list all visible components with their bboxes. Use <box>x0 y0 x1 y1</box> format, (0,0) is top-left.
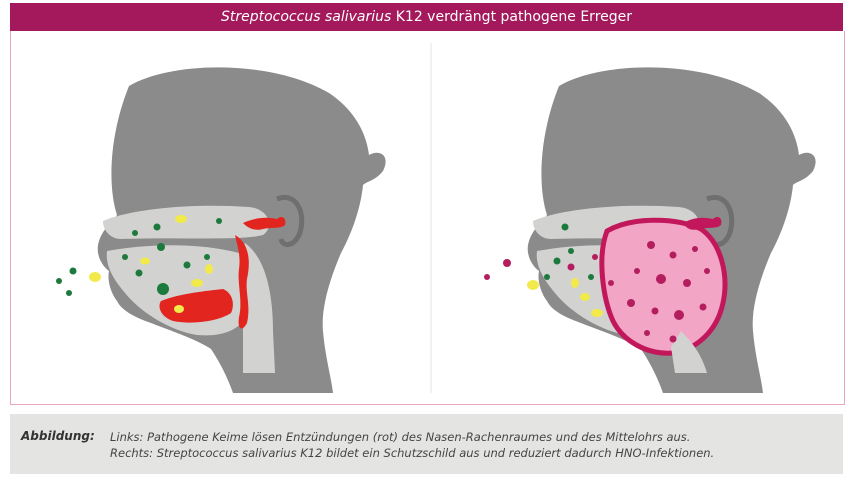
illustration-svg <box>11 31 844 404</box>
title-text: K12 verdrängt pathogene Erreger <box>391 9 632 25</box>
left-head-illustration <box>56 67 386 393</box>
caption-line-1: Links: Pathogene Keime lösen Entzündunge… <box>110 430 690 444</box>
title-species: Streptococcus salivarius <box>221 9 391 25</box>
right-head-illustration <box>484 67 816 393</box>
title-bar: Streptococcus salivarius K12 verdrängt p… <box>10 3 843 31</box>
caption-line-2: Rechts: Streptococcus salivarius K12 bil… <box>110 446 714 460</box>
caption-box: Abbildung: Links: Pathogene Keime lösen … <box>10 414 843 474</box>
right-protective-shield <box>602 220 725 353</box>
caption-label: Abbildung: <box>21 429 95 443</box>
illustration-panel <box>10 31 845 405</box>
